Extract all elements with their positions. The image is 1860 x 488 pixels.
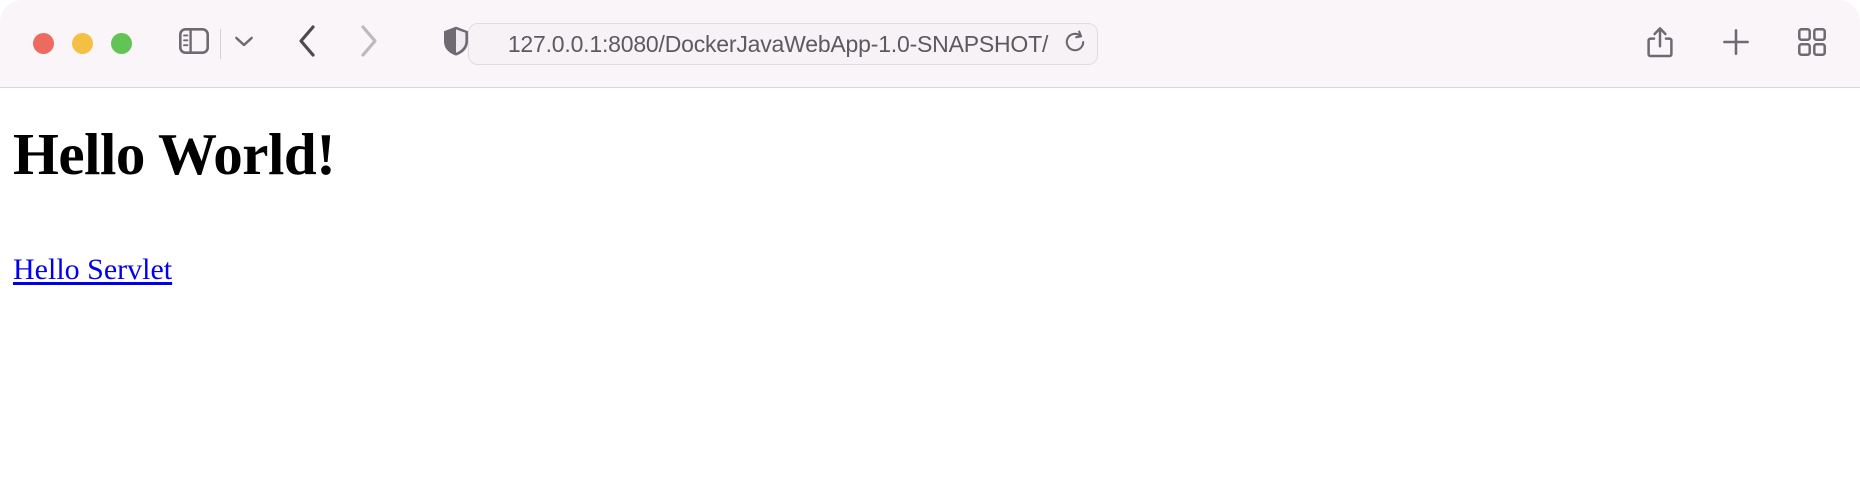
browser-toolbar: 127.0.0.1:8080/DockerJavaWebApp-1.0-SNAP… [0, 0, 1860, 88]
back-button[interactable] [289, 24, 325, 64]
chevron-down-icon [234, 35, 254, 53]
reload-button[interactable] [1053, 24, 1097, 64]
plus-icon [1721, 27, 1751, 62]
toolbar-divider [220, 28, 221, 59]
close-window-button[interactable] [33, 33, 54, 54]
navigation-controls [289, 24, 387, 64]
maximize-window-button[interactable] [111, 33, 132, 54]
toolbar-right-actions [1638, 0, 1834, 88]
chevron-left-icon [296, 24, 318, 63]
forward-button[interactable] [351, 24, 387, 64]
page-viewport: Hello World! Hello Servlet [0, 88, 1860, 488]
url-text[interactable]: 127.0.0.1:8080/DockerJavaWebApp-1.0-SNAP… [507, 30, 1049, 57]
minimize-window-button[interactable] [72, 33, 93, 54]
address-bar[interactable]: 127.0.0.1:8080/DockerJavaWebApp-1.0-SNAP… [468, 23, 1098, 65]
share-icon [1646, 26, 1674, 63]
tab-overview-icon [1798, 27, 1826, 61]
privacy-report-button[interactable] [439, 24, 473, 64]
hello-servlet-link[interactable]: Hello Servlet [13, 253, 173, 286]
sidebar-icon [178, 27, 209, 59]
sidebar-menu-button[interactable] [225, 26, 263, 62]
privacy-shield-icon [442, 25, 470, 62]
window-controls [33, 33, 132, 54]
reload-icon [1063, 30, 1087, 59]
chevron-right-icon [358, 24, 380, 63]
tab-overview-button[interactable] [1790, 22, 1834, 66]
new-tab-button[interactable] [1714, 22, 1758, 66]
sidebar-toggle-button[interactable] [174, 26, 214, 62]
sidebar-controls [174, 26, 263, 62]
page-title: Hello World! [13, 121, 336, 187]
share-button[interactable] [1638, 22, 1682, 66]
